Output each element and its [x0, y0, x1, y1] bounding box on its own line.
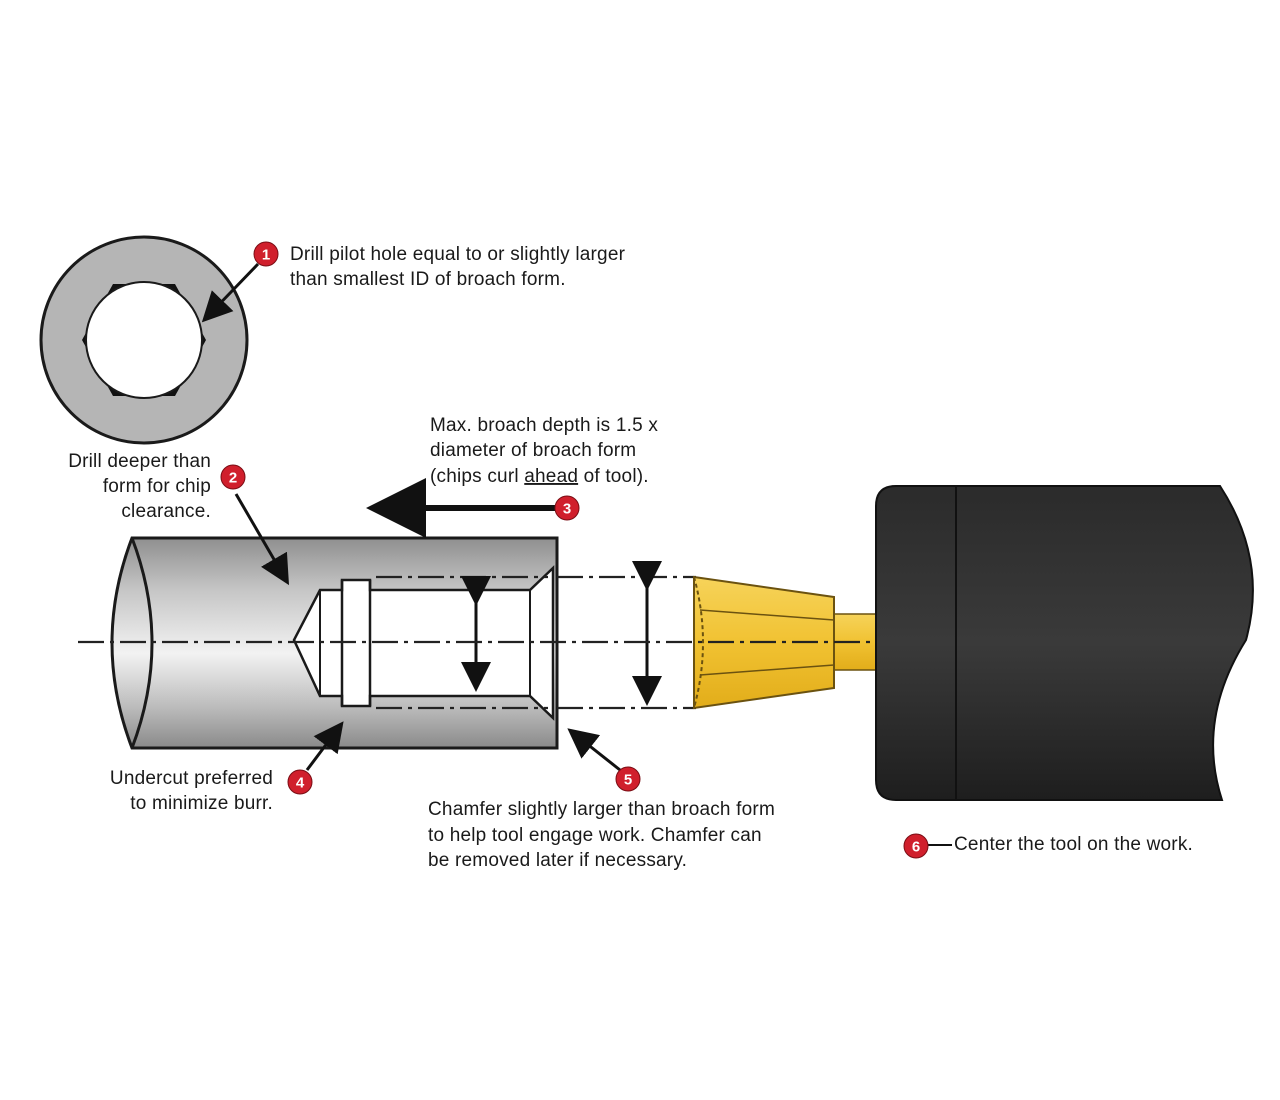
callout-text-6: Center the tool on the work. — [954, 834, 1193, 855]
callout-badge-3: 3 — [554, 495, 580, 521]
callout-2-line-1: Drill deeper than — [68, 451, 211, 472]
callout-5-line-2: to help tool engage work. Chamfer can — [428, 825, 762, 846]
badge-number: 2 — [229, 470, 237, 487]
badge-number: 4 — [296, 775, 305, 792]
callout-3-underlined-word: ahead — [524, 466, 578, 487]
callout-4-line-1: Undercut preferred — [110, 768, 273, 789]
end-view-ring — [39, 235, 249, 445]
callout-2-line-2: form for chip — [103, 476, 211, 497]
leader-arrow-5 — [567, 728, 621, 772]
callout-3-line-2: diameter of broach form — [430, 440, 636, 461]
leader-arrow-4 — [305, 721, 344, 771]
callout-badge-2: 2 — [220, 464, 246, 490]
callout-1-line-1: Drill pilot hole equal to or slightly la… — [290, 244, 626, 265]
callout-badge-5: 5 — [615, 766, 641, 792]
leader-arrow-2 — [234, 493, 290, 586]
callout-3-line-3: (chips curl ahead of tool). — [430, 466, 649, 487]
callout-badge-1: 1 — [253, 241, 279, 267]
badge-number: 3 — [563, 501, 571, 518]
tool-holder-body — [875, 485, 1254, 801]
workpiece-left-end — [130, 537, 154, 749]
callout-3-line-3-after: of tool). — [578, 466, 649, 487]
callout-5-line-1: Chamfer slightly larger than broach form — [428, 799, 775, 820]
badge-number: 5 — [624, 772, 632, 789]
callout-3-line-3-before: (chips curl — [430, 466, 524, 487]
tool-holder — [875, 485, 1254, 801]
callout-text-1: Drill pilot hole equal to or slightly la… — [290, 244, 626, 290]
badge-number: 6 — [912, 839, 920, 856]
callout-badge-6: 6 — [903, 833, 929, 859]
callout-badge-4: 4 — [287, 769, 313, 795]
callout-5-line-3: be removed later if necessary. — [428, 850, 687, 871]
callout-text-4: Undercut preferred to minimize burr. — [110, 768, 273, 814]
callout-text-3: Max. broach depth is 1.5 x diameter of b… — [430, 415, 658, 487]
callout-4-line-2: to minimize burr. — [130, 793, 273, 814]
callout-1-line-2: than smallest ID of broach form. — [290, 269, 566, 290]
callout-2-line-3: clearance. — [121, 501, 211, 522]
callout-text-5: Chamfer slightly larger than broach form… — [428, 799, 775, 871]
badge-number: 1 — [262, 247, 270, 264]
callout-6-line-1: Center the tool on the work. — [954, 834, 1193, 855]
pilot-hole — [85, 281, 203, 399]
broach-flute-2 — [699, 664, 835, 676]
callout-text-2: Drill deeper than form for chip clearanc… — [68, 451, 211, 522]
broach-face — [693, 576, 704, 709]
broach-flute-1 — [699, 609, 835, 621]
callout-3-line-1: Max. broach depth is 1.5 x — [430, 415, 658, 436]
leader-arrow-1 — [201, 262, 260, 323]
